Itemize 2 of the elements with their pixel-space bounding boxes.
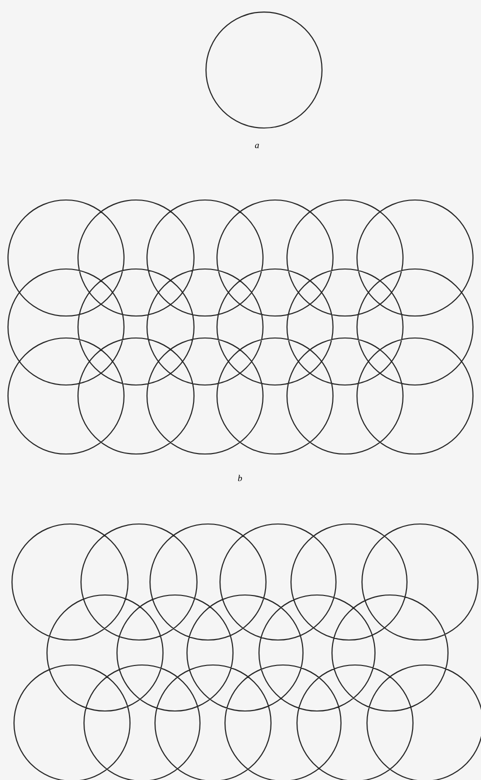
panel-label: b xyxy=(238,474,242,482)
panel-label: a xyxy=(255,144,259,148)
